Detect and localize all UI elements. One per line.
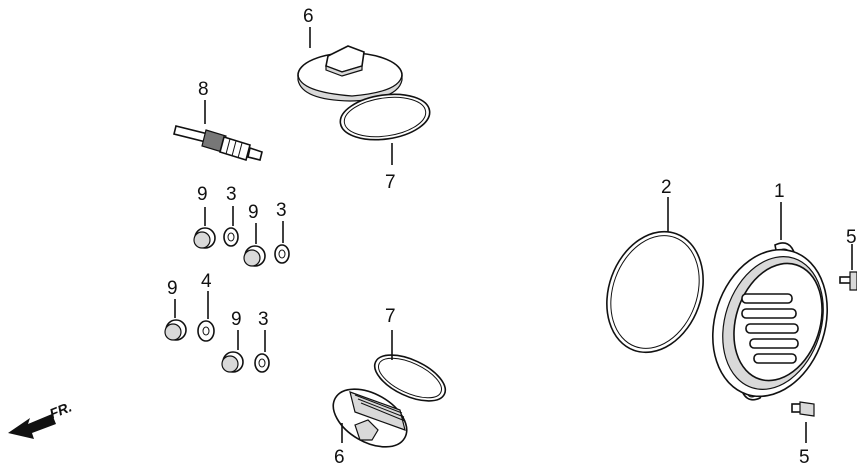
washer-3b (274, 244, 290, 264)
cap-nut-9c (164, 319, 187, 341)
callout-5-right: 5 (846, 227, 857, 248)
callout-2: 2 (661, 177, 672, 198)
o-ring-top (339, 93, 431, 141)
callout-9-b: 9 (248, 202, 259, 223)
cap-nut-9d (221, 351, 244, 373)
callout-3-b: 3 (276, 200, 287, 221)
o-ring-bottom (373, 354, 447, 402)
callout-6-top: 6 (303, 6, 314, 27)
bolt-5-bottom (791, 401, 815, 417)
callout-3-a: 3 (226, 184, 237, 205)
washer-4 (197, 320, 215, 342)
front-direction-arrow-icon (8, 414, 56, 439)
washer-3a (223, 227, 239, 247)
cap-nut-9b (243, 245, 266, 267)
washer-3c (254, 353, 270, 373)
filter-cover (711, 242, 829, 401)
callout-1: 1 (774, 181, 785, 202)
callout-6-bottom: 6 (334, 447, 345, 468)
callout-3-c: 3 (258, 309, 269, 330)
large-o-ring (606, 230, 704, 354)
callout-4: 4 (201, 271, 212, 292)
callout-7-bottom: 7 (385, 306, 396, 327)
callout-5-bottom: 5 (799, 447, 810, 468)
cap-nut-9a (193, 227, 216, 249)
front-direction-label: FR. (47, 398, 74, 421)
callout-9-d: 9 (231, 309, 242, 330)
callout-8: 8 (198, 79, 209, 100)
spark-plug (173, 125, 263, 162)
bolt-5-right (839, 271, 857, 291)
callout-9-c: 9 (167, 278, 178, 299)
callout-7-top: 7 (385, 172, 396, 193)
oil-filler-cap-top (297, 45, 403, 102)
drain-plug-bottom (332, 388, 408, 448)
callout-9-a: 9 (197, 184, 208, 205)
